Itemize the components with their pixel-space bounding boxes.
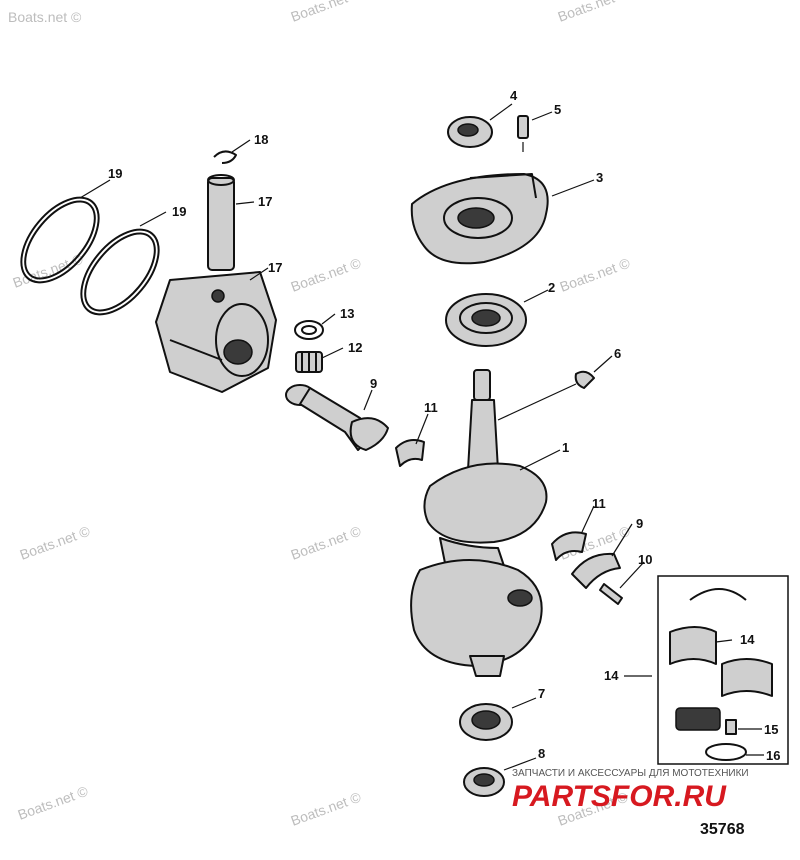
- piston-ring-lower: [80, 228, 160, 316]
- part-label: 8: [538, 746, 545, 761]
- watermark: Boats.net ©: [556, 0, 631, 25]
- thrust-washer: [294, 320, 324, 340]
- rod-bearing-half-lower: [551, 531, 587, 561]
- part-label: 13: [340, 306, 354, 321]
- part-label: 16: [766, 748, 780, 763]
- part-label: 2: [548, 280, 555, 295]
- oil-seal-upper: [447, 116, 493, 148]
- brand-name: PARTSFOR.RU: [512, 780, 727, 813]
- part-label: 9: [636, 516, 643, 531]
- watermark: Boats.net ©: [289, 254, 364, 294]
- watermark: Boats.net ©: [16, 782, 91, 822]
- dowel-pin: [517, 115, 529, 152]
- leader-lines: [79, 103, 764, 771]
- part-label: 10: [638, 552, 652, 567]
- part-label: 5: [554, 102, 561, 117]
- part-label: 12: [348, 340, 362, 355]
- upper-end-cap: [410, 173, 549, 265]
- part-label: 14: [604, 668, 619, 683]
- part-label: 3: [596, 170, 603, 185]
- brand-watermark: ЗАПЧАСТИ И АКСЕССУАРЫ ДЛЯ МОТОТЕХНИКИ PA…: [512, 768, 749, 813]
- rod-bearing-half-upper: [395, 439, 425, 467]
- watermark: Boats.net ©: [289, 788, 364, 828]
- part-label: 6: [614, 346, 621, 361]
- part-label: 17: [268, 260, 282, 275]
- crankshaft: [410, 369, 548, 677]
- woodruff-key: [574, 370, 595, 389]
- part-label: 17: [258, 194, 272, 209]
- watermark: Boats.net ©: [558, 254, 633, 294]
- piston-pin-clip: [213, 150, 237, 164]
- watermark: Boats.net ©: [289, 522, 364, 562]
- needle-bearing-small: [295, 351, 323, 373]
- figure-number: 35768: [700, 821, 745, 838]
- piston: [155, 271, 277, 393]
- oil-seal-lower: [463, 767, 505, 797]
- wrist-pin: [207, 174, 235, 271]
- part-label: 19: [172, 204, 186, 219]
- watermark: Boats.net ©: [18, 522, 93, 562]
- part-label: 1: [562, 440, 569, 455]
- brand-tagline: ЗАПЧАСТИ И АКСЕССУАРЫ ДЛЯ МОТОТЕХНИКИ: [512, 768, 749, 779]
- part-label: 4: [510, 88, 518, 103]
- roller-bearing-lower: [459, 703, 513, 741]
- part-labels: 19 19 18 17 17 13 12 9 11 4 5 3 2 6 1 11…: [108, 88, 780, 763]
- part-label: 15: [764, 722, 778, 737]
- piston-ring-upper: [20, 196, 100, 284]
- watermark: Boats.net ©: [289, 0, 364, 25]
- part-label: 14: [740, 632, 755, 647]
- part-label: 11: [592, 496, 606, 511]
- bearing-kit-inset: [657, 575, 789, 765]
- rod-cap: [571, 552, 621, 589]
- part-label: 9: [370, 376, 377, 391]
- rod-cap-screw: [599, 583, 623, 605]
- connecting-rod: [285, 384, 389, 451]
- needle-cage: [675, 707, 721, 731]
- part-label: 11: [424, 400, 438, 415]
- ball-bearing-upper: [445, 293, 527, 347]
- part-label: 7: [538, 686, 545, 701]
- part-label: 18: [254, 132, 268, 147]
- watermark: Boats.net ©: [8, 9, 82, 25]
- part-label: 19: [108, 166, 122, 181]
